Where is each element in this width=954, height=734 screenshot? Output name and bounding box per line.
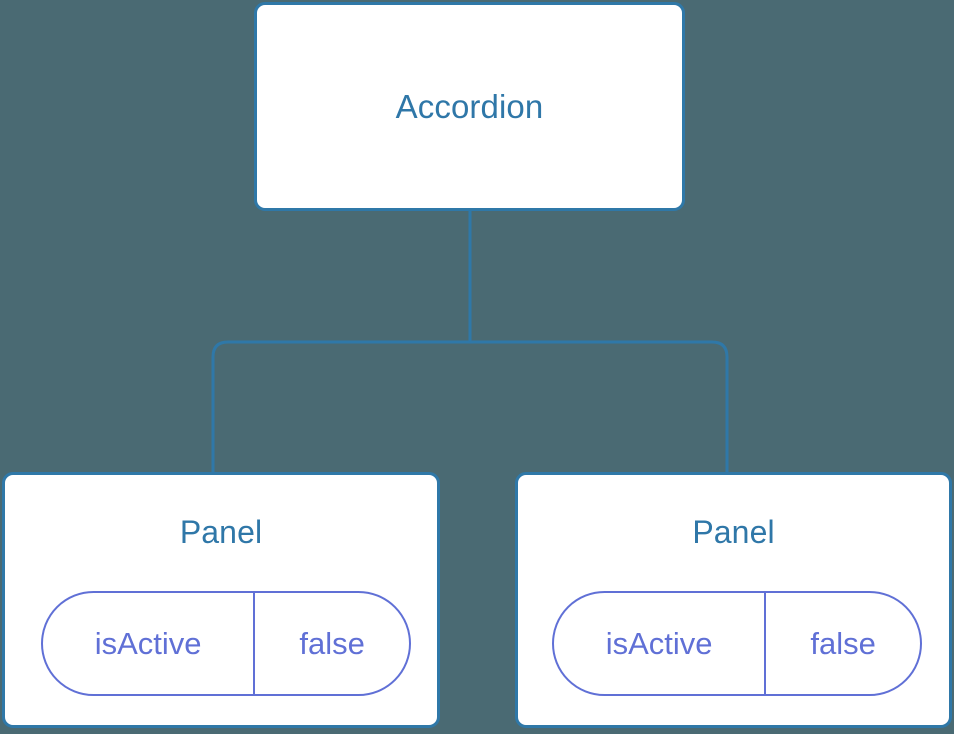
prop-key-2: isActive	[554, 593, 767, 694]
edge-root-to-panel-2	[470, 340, 729, 474]
edge-root-to-panel-1	[211, 340, 470, 474]
node-panel-1[interactable]: Panel isActive false	[2, 472, 440, 728]
prop-key-1: isActive	[43, 593, 256, 694]
prop-pill-isactive-2[interactable]: isActive false	[552, 591, 922, 696]
node-panel-2[interactable]: Panel isActive false	[515, 472, 952, 728]
node-accordion[interactable]: Accordion	[254, 2, 685, 211]
node-accordion-title: Accordion	[395, 88, 544, 125]
prop-value-2: false	[810, 626, 876, 661]
node-panel-1-title: Panel	[179, 514, 263, 550]
prop-pill-isactive-1[interactable]: isActive false	[41, 591, 411, 696]
node-panel-2-title: Panel	[692, 514, 775, 550]
prop-value-1: false	[299, 626, 365, 661]
